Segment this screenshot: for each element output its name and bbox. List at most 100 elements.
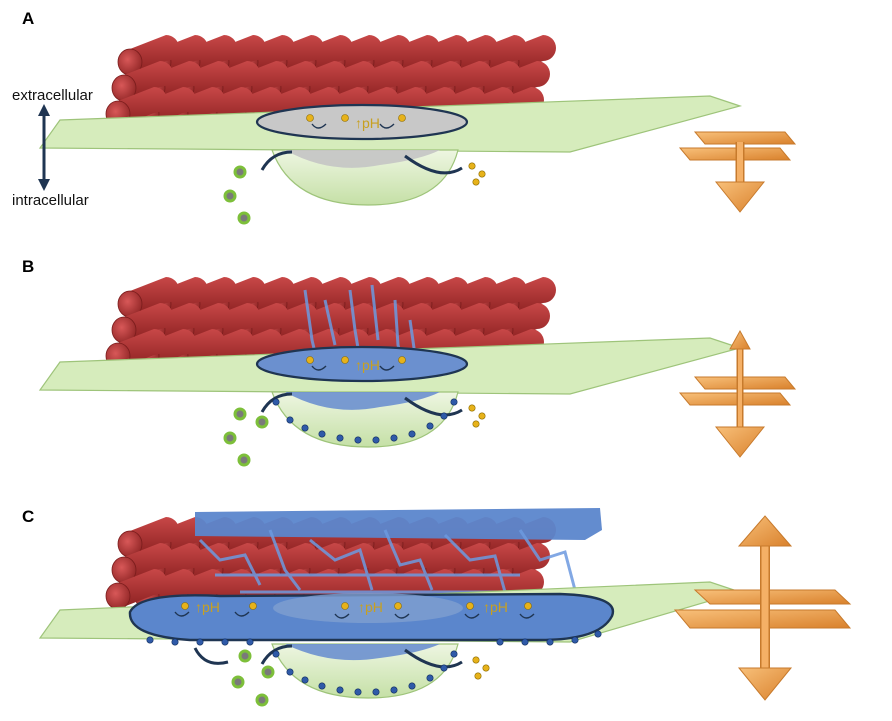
enzyme-dot bbox=[372, 436, 380, 444]
enzyme-dot bbox=[318, 682, 326, 690]
proton-dot bbox=[524, 602, 532, 610]
panel-letter: B bbox=[22, 257, 34, 276]
fibril-body bbox=[130, 35, 179, 75]
vesicle-shadow bbox=[285, 644, 440, 661]
fibril-body bbox=[124, 61, 173, 101]
enzyme-dot bbox=[171, 638, 179, 646]
transport-arrows bbox=[260, 365, 463, 417]
proton-dot bbox=[468, 162, 476, 170]
proton-dot bbox=[249, 602, 257, 610]
orientation-arrow-icon bbox=[38, 104, 50, 191]
fragment-dot bbox=[223, 189, 237, 203]
enzyme-dot bbox=[196, 638, 204, 646]
enzyme-dot bbox=[336, 686, 344, 694]
enzyme-dot bbox=[450, 650, 458, 658]
proton-dot bbox=[341, 356, 349, 364]
resorption-zone-top bbox=[255, 103, 469, 141]
ph-label: ↑pH bbox=[355, 115, 380, 131]
enzyme-dot bbox=[286, 416, 294, 424]
enzyme-dot bbox=[286, 668, 294, 676]
enzyme-dots bbox=[146, 630, 602, 696]
fibril-body bbox=[130, 517, 179, 557]
enzyme-dot bbox=[318, 430, 326, 438]
enzyme-dot bbox=[594, 630, 602, 638]
enzyme-dot bbox=[426, 674, 434, 682]
fibril-end bbox=[105, 582, 131, 610]
proton-dot bbox=[478, 412, 486, 420]
proton-dots bbox=[306, 356, 486, 428]
resorption-zone-top bbox=[255, 345, 469, 383]
enzyme-dot bbox=[390, 686, 398, 694]
fragment-dot bbox=[231, 675, 245, 689]
intracellular-label: intracellular bbox=[12, 192, 89, 209]
proton-dot bbox=[398, 356, 406, 364]
enzyme-dot bbox=[546, 638, 554, 646]
enzyme-dot bbox=[440, 664, 448, 672]
enzyme-dot bbox=[408, 430, 416, 438]
enzyme-dot bbox=[450, 398, 458, 406]
double-headed-arrow-icon bbox=[673, 515, 852, 701]
enzyme-dot bbox=[571, 636, 579, 644]
fragment-dot bbox=[238, 649, 252, 663]
proton-dots bbox=[306, 114, 486, 186]
enzyme-dot bbox=[221, 638, 229, 646]
transport-arrows bbox=[174, 611, 535, 669]
proton-dot bbox=[181, 602, 189, 610]
ph-label: ↑pH bbox=[483, 599, 508, 615]
enzyme-dot bbox=[408, 682, 416, 690]
enzyme-dot bbox=[354, 436, 362, 444]
vesicle-shadow bbox=[285, 392, 440, 410]
proton-dot bbox=[341, 114, 349, 122]
panel-c: C ↑pH ↑pH ↑pH bbox=[22, 507, 852, 707]
vesicle-shadow bbox=[285, 150, 440, 168]
fibril-body bbox=[130, 277, 179, 317]
proton-dot bbox=[306, 356, 314, 364]
enzyme-dot bbox=[354, 688, 362, 696]
panel-letter: C bbox=[22, 507, 34, 526]
degradation-network bbox=[198, 529, 577, 594]
panel-b: B ↑pH bbox=[22, 257, 797, 467]
enzyme-dot bbox=[246, 638, 254, 646]
proton-dot bbox=[394, 602, 402, 610]
ph-label: ↑pH bbox=[355, 357, 380, 373]
fragment-dot bbox=[233, 407, 247, 421]
enzyme-dot bbox=[301, 424, 309, 432]
blue-fluid-layer bbox=[195, 508, 602, 540]
proton-dot bbox=[398, 114, 406, 122]
proton-dot bbox=[341, 602, 349, 610]
enzyme-dot bbox=[372, 688, 380, 696]
enzyme-dot bbox=[426, 422, 434, 430]
proton-dot bbox=[468, 404, 476, 412]
enzyme-dot bbox=[440, 412, 448, 420]
proton-dot bbox=[472, 178, 480, 186]
enzyme-dot bbox=[496, 638, 504, 646]
fragment-dot bbox=[255, 693, 269, 707]
enzyme-dot bbox=[336, 434, 344, 442]
panel-a: A ↑pH extracellular intracellular bbox=[12, 9, 797, 225]
fibril-body bbox=[118, 569, 167, 609]
panel-letter: A bbox=[22, 9, 34, 28]
fragment-dot bbox=[237, 211, 251, 225]
proton-dot bbox=[306, 114, 314, 122]
enzyme-dot bbox=[272, 650, 280, 658]
enzyme-dot bbox=[301, 676, 309, 684]
enzyme-dots bbox=[272, 398, 458, 444]
ph-label: ↑pH bbox=[358, 599, 383, 615]
proton-dots bbox=[181, 602, 532, 680]
fragment-dot bbox=[237, 453, 251, 467]
enzyme-dot bbox=[272, 398, 280, 406]
enzyme-dot bbox=[521, 638, 529, 646]
fragment-dot bbox=[233, 165, 247, 179]
proton-dot bbox=[482, 664, 490, 672]
fragment-dot bbox=[255, 415, 269, 429]
proton-dot bbox=[474, 672, 482, 680]
proton-dot bbox=[478, 170, 486, 178]
ph-label: ↑pH bbox=[195, 599, 220, 615]
proton-dot bbox=[466, 602, 474, 610]
transport-arrows bbox=[260, 123, 463, 175]
proton-dot bbox=[472, 420, 480, 428]
released-fragments bbox=[223, 407, 269, 467]
enzyme-dot bbox=[146, 636, 154, 644]
released-fragments bbox=[223, 165, 251, 225]
